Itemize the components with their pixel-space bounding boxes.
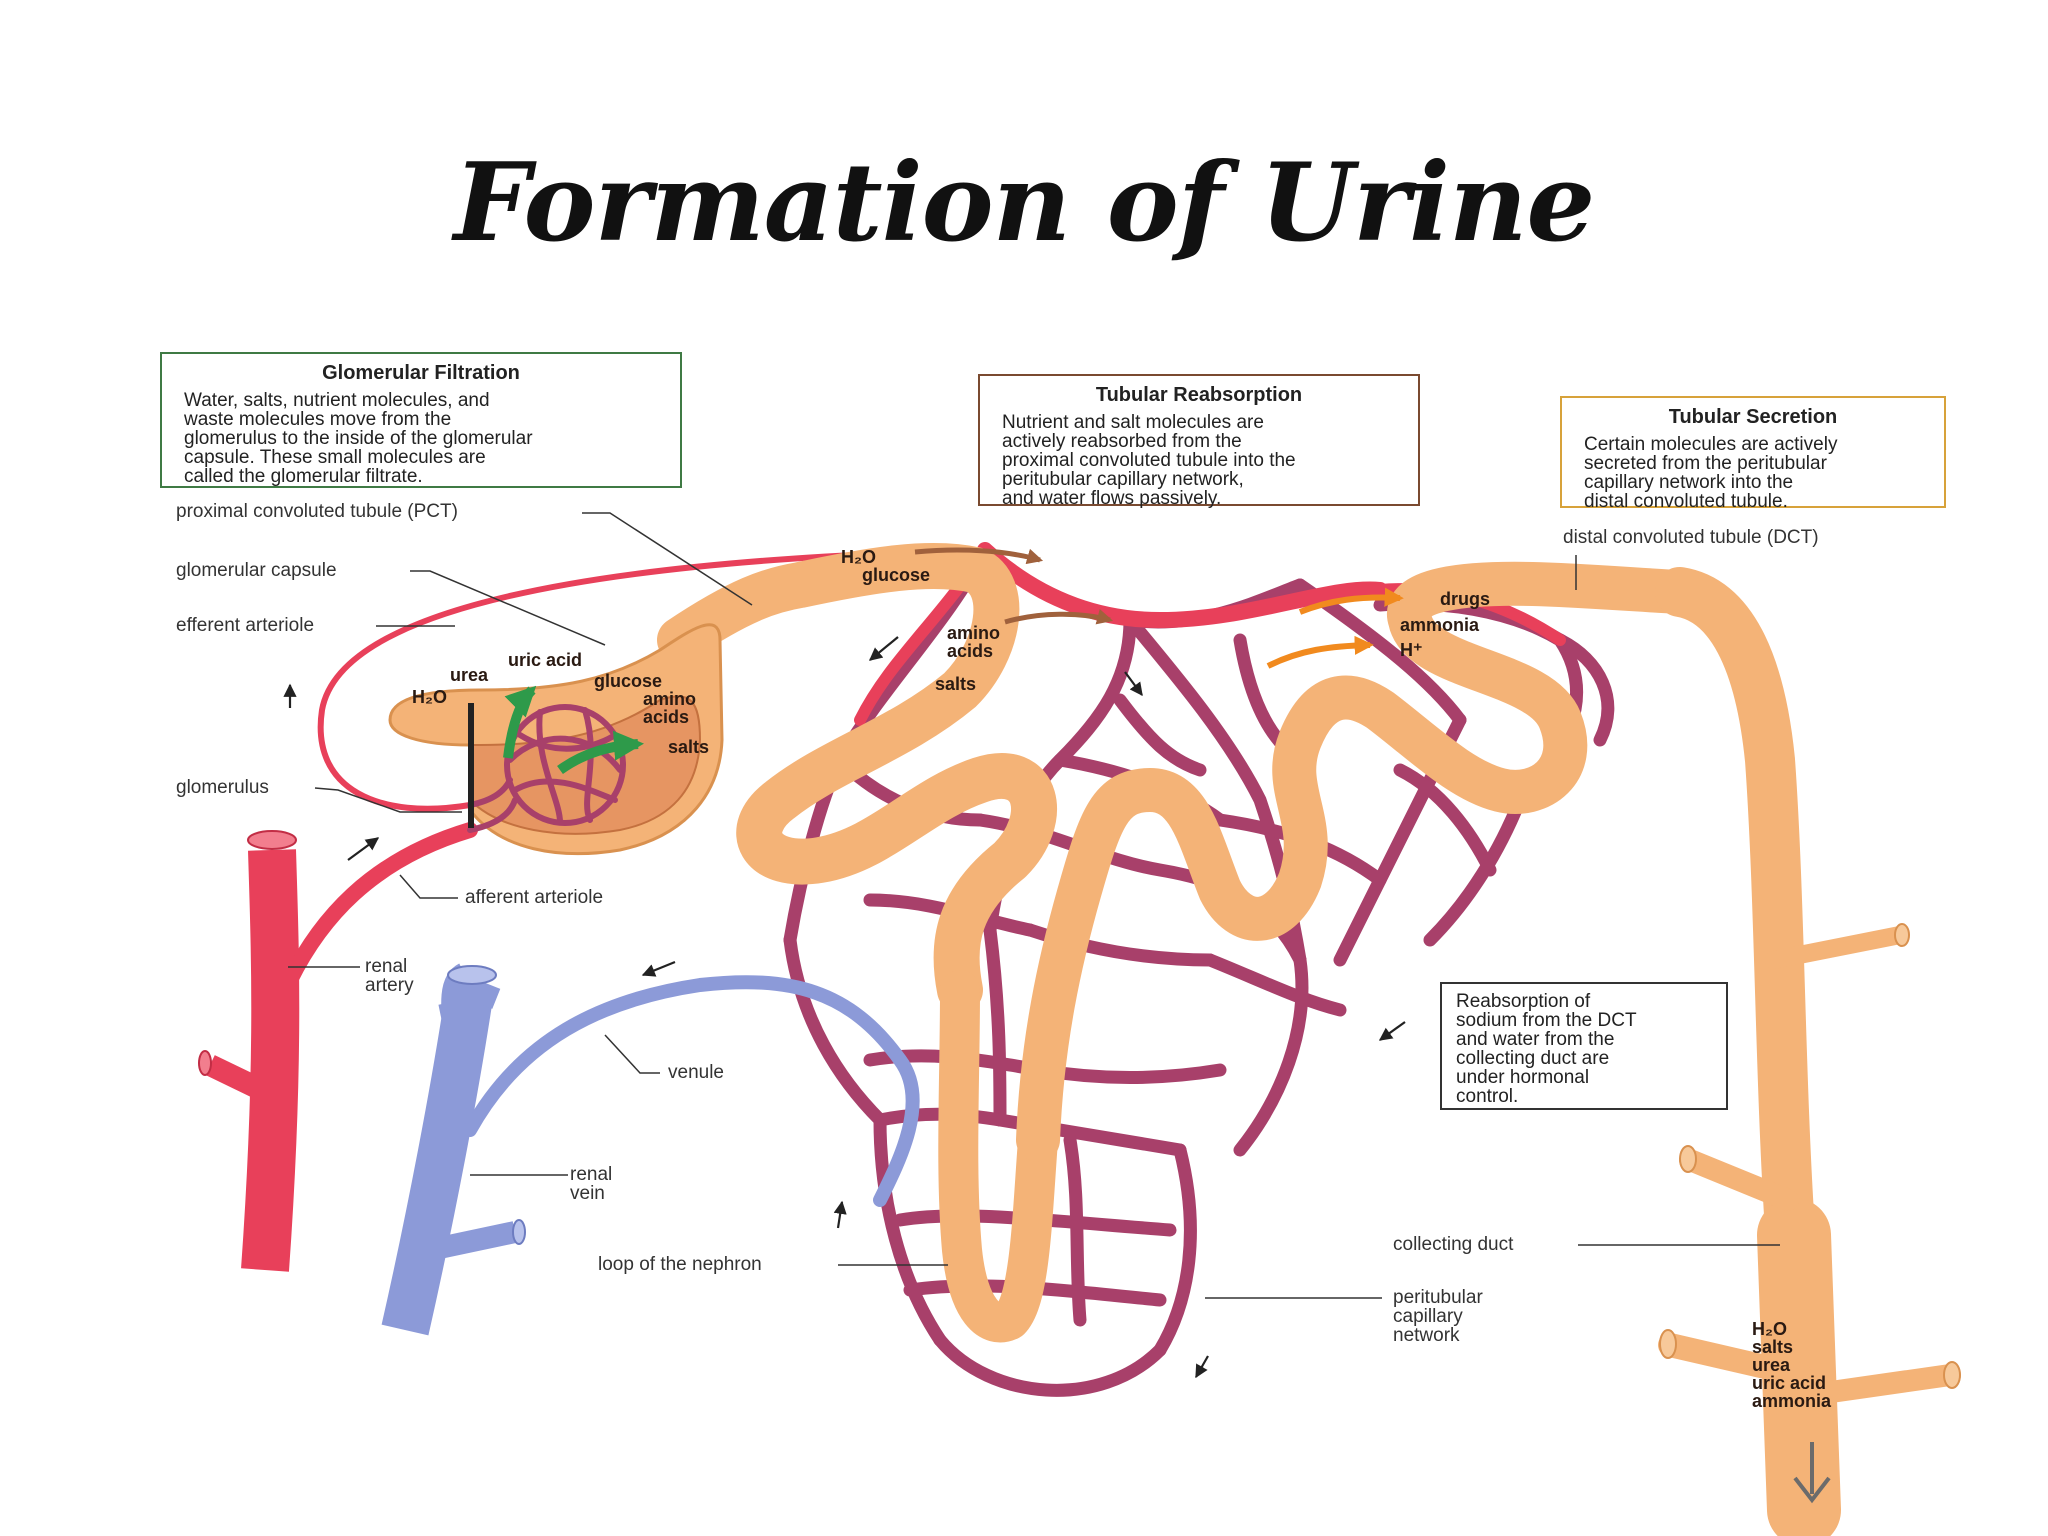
nephron-tubule [657, 542, 1961, 1536]
urine-item: salts [1752, 1337, 1794, 1357]
secretion-h-ion: H⁺ [1400, 640, 1423, 660]
label-peritubular-line: peritubular [1393, 1287, 1483, 1308]
tr-line: and water flows passively. [1002, 488, 1222, 509]
tubular-reabsorption-heading: Tubular Reabsorption [1095, 384, 1303, 406]
pct-amino-acids: amino acids [947, 624, 1000, 660]
rd-line: collecting duct are [1456, 1048, 1610, 1069]
tubular-reabsorption-box: Tubular Reabsorption Nutrient and salt m… [978, 374, 1420, 509]
label-renal-artery-line: artery [365, 975, 414, 996]
rd-line: and water from the [1456, 1029, 1615, 1050]
glomerular-filtration-heading: Glomerular Filtration [322, 362, 520, 384]
filtrate-urea: urea [450, 665, 489, 685]
urine-item: ammonia [1752, 1391, 1832, 1411]
venule [463, 975, 920, 1207]
tr-line: Nutrient and salt molecules are [1002, 412, 1264, 433]
label-peritubular-network: peritubular capillary network [1393, 1288, 1483, 1345]
pct-salts: salts [935, 674, 977, 694]
label-loop-of-nephron: loop of the nephron [598, 1254, 762, 1275]
label-afferent-arteriole: afferent arteriole [465, 887, 604, 908]
ts-line: distal convoluted tubule. [1584, 491, 1788, 512]
glomerulus [467, 704, 626, 833]
gf-line: capsule. These small molecules are [184, 447, 486, 468]
pct-amino-line: acids [947, 641, 994, 661]
filtrate-h2o: H₂O [412, 687, 447, 707]
label-renal-vein: renal vein [570, 1165, 612, 1203]
label-collecting-duct: collecting duct [1393, 1234, 1514, 1255]
gf-line: Water, salts, nutrient molecules, and [184, 390, 490, 411]
label-renal-vein-line: vein [570, 1183, 605, 1204]
label-glomerular-capsule: glomerular capsule [176, 560, 337, 581]
gf-line: waste molecules move from the [184, 409, 452, 430]
glomerular-filtration-box: Glomerular Filtration Water, salts, nutr… [160, 352, 682, 488]
label-renal-artery-line: renal [365, 956, 408, 977]
label-renal-artery: renal artery [365, 957, 414, 995]
pct-glucose: glucose [862, 565, 931, 585]
filtrate-amino-line: acids [643, 707, 690, 727]
pct-amino-line: amino [947, 623, 1001, 643]
filtrate-amino-line: amino [643, 689, 697, 709]
afferent-arteriole [282, 822, 478, 988]
gf-line: glomerulus to the inside of the glomerul… [184, 428, 533, 449]
rd-line: control. [1456, 1086, 1519, 1107]
tr-line: actively reabsorbed from the [1002, 431, 1242, 452]
label-dct: distal convoluted tubule (DCT) [1563, 527, 1819, 548]
renal-artery [198, 830, 300, 1272]
efferent-arteriole [317, 547, 986, 812]
gf-line: called the glomerular filtrate. [184, 466, 423, 487]
pct-h2o: H₂O [841, 547, 876, 567]
tubular-secretion-heading: Tubular Secretion [1668, 406, 1838, 428]
label-peritubular-line: network [1393, 1325, 1460, 1346]
secretion-drugs: drugs [1440, 589, 1491, 609]
label-efferent-arteriole: efferent arteriole [176, 615, 315, 636]
label-renal-vein-line: renal [570, 1164, 613, 1185]
tr-line: proximal convoluted tubule into the [1002, 450, 1296, 471]
filtrate-glucose: glucose [594, 671, 663, 691]
ts-line: capillary network into the [1584, 472, 1794, 493]
tr-line: peritubular capillary network, [1002, 469, 1244, 490]
urine-composition: H₂O salts urea uric acid ammonia [1752, 1320, 1831, 1410]
filtrate-amino-acids: amino acids [643, 690, 696, 726]
filtrate-salts: salts [668, 737, 710, 757]
label-pct: proximal convoluted tubule (PCT) [176, 501, 458, 522]
secretion-ammonia: ammonia [1400, 615, 1480, 635]
tubular-secretion-box: Tubular Secretion Certain molecules are … [1560, 396, 1946, 511]
label-venule: venule [668, 1062, 724, 1083]
ts-line: Certain molecules are actively [1584, 434, 1838, 455]
rd-line: under hormonal [1456, 1067, 1590, 1088]
rd-line: sodium from the DCT [1456, 1010, 1637, 1031]
urine-item: uric acid [1752, 1373, 1827, 1393]
label-peritubular-line: capillary [1393, 1306, 1463, 1327]
renal-vein [381, 963, 526, 1336]
urine-item: H₂O [1752, 1319, 1787, 1339]
hormonal-control-box: Reabsorption of sodium from the DCT and … [1440, 982, 1728, 1110]
page-title: Formation of Urine [453, 140, 1595, 266]
rd-line: Reabsorption of [1456, 991, 1591, 1012]
label-glomerulus: glomerulus [176, 777, 269, 798]
filtrate-uric-acid: uric acid [508, 650, 583, 670]
ts-line: secreted from the peritubular [1584, 453, 1827, 474]
urine-item: urea [1752, 1355, 1791, 1375]
